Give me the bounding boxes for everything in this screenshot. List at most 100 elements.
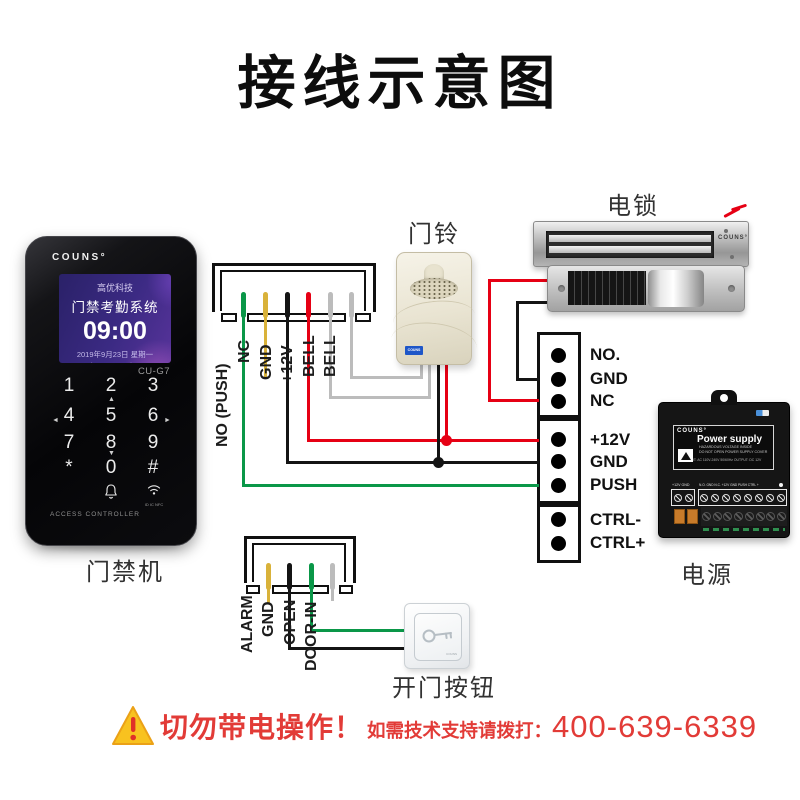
plate-hole-right	[728, 285, 735, 292]
controller-brand: COUNS°	[52, 252, 108, 263]
pin-12v	[305, 292, 311, 318]
exit-button-device[interactable]: COUNS	[404, 603, 470, 669]
terminal-dot-ctrl-plus	[551, 536, 566, 551]
exit-button-label: 开门按钮	[392, 675, 496, 702]
psu-right-terminals[interactable]	[698, 489, 787, 506]
plate-hole-left	[558, 285, 565, 292]
support-phone-number: 400-639-6339	[552, 709, 758, 744]
pin-gnd-bottom	[286, 563, 292, 590]
maglock-magnet-face	[546, 231, 714, 258]
arrow-right-icon: ►	[164, 417, 171, 424]
pin-open	[308, 563, 314, 590]
psu-orange-terminal-2	[687, 509, 698, 524]
bottom-connector-bar	[272, 585, 329, 594]
psu-warning-line-1: HAZARDOUS VOLTAGE INSIDE	[699, 445, 752, 449]
terminal-dot-gnd1	[551, 372, 566, 387]
pin-bell-2	[348, 292, 354, 318]
terminal-label-no: NO.	[590, 345, 621, 364]
maglock-body: COUNS°	[533, 221, 749, 267]
keypad-key-0[interactable]: 0	[105, 457, 117, 478]
psu-mounting-tab	[711, 390, 737, 405]
wire-label-alarm: ALARM	[239, 595, 256, 653]
screen-system-name: 门禁考勤系统	[71, 300, 159, 315]
wire-bell1-vertical	[328, 316, 332, 399]
controller-label: 门禁机	[86, 559, 164, 586]
wire-alarm-stub	[266, 588, 270, 603]
exit-button-brand: COUNS	[446, 652, 457, 656]
screen-company: 高优科技	[96, 283, 133, 293]
arrow-left-icon: ◄	[52, 417, 59, 424]
wire-door-in-stub	[330, 588, 334, 601]
arrow-down-icon: ▼	[108, 450, 115, 457]
doorbell-black-drop	[436, 358, 440, 464]
top-connector-foot-left	[221, 313, 237, 322]
rfid-caption: ID IC NFC	[144, 502, 164, 507]
power-label: 电源	[681, 562, 733, 589]
keypad-key-8[interactable]: 8	[105, 432, 117, 453]
bottom-connector-foot-right	[339, 585, 353, 594]
terminal-label-ctrl-minus: CTRL-	[590, 510, 641, 529]
keypad-key-7[interactable]: 7	[63, 432, 75, 453]
doorbell-key-icon[interactable]	[103, 483, 119, 501]
wire-open-vertical	[309, 588, 313, 631]
keypad-key-hash[interactable]: #	[147, 457, 159, 478]
pin-gnd	[284, 292, 290, 318]
warning-headline: 切勿带电操作！	[160, 712, 364, 743]
controller-model: CU-G7	[137, 366, 170, 377]
psu-left-terminals[interactable]	[671, 489, 695, 506]
wire-label-gnd: GND	[258, 344, 275, 380]
lock-black-horizontal	[515, 300, 550, 304]
keypad-key-6[interactable]: 6	[147, 405, 159, 426]
keypad-key-4[interactable]: 4	[63, 405, 75, 426]
psu-power-switch[interactable]	[756, 410, 769, 416]
wire-label-nc: NC	[236, 339, 253, 363]
terminal-dot-push	[551, 478, 566, 493]
wire-bell2-vertical	[349, 316, 353, 379]
wire-yellow-stub	[263, 316, 267, 378]
pin-alarm	[265, 563, 271, 590]
rfid-wifi-icon[interactable]	[145, 481, 163, 497]
doorbell-device: COUNS	[388, 252, 480, 370]
screen-date: 2019年9月23日 星期一	[76, 350, 154, 359]
maglock-screw-2	[730, 255, 734, 259]
caution-icon	[678, 449, 693, 462]
wire-open-to-button	[309, 628, 406, 632]
maglock-brand: COUNS°	[718, 235, 749, 241]
keypad-key-9[interactable]: 9	[147, 432, 159, 453]
wire-label-door-in: DOOR-IN	[303, 601, 320, 671]
keypad-key-1[interactable]: 1	[63, 375, 75, 396]
key-icon	[422, 629, 452, 643]
wire-green-vertical	[241, 316, 245, 486]
terminal-dot-no	[551, 348, 566, 363]
wire-red-to-12v	[306, 438, 539, 442]
doorbell-brand-tag: COUNS	[405, 346, 423, 355]
junction-dot-gnd	[432, 456, 444, 468]
psu-tab-hole	[720, 394, 728, 402]
psu-terminal-marks	[703, 528, 785, 531]
wire-label-bell-2: BELL	[322, 335, 339, 377]
psu-orange-terminal-1	[674, 509, 685, 524]
keypad-key-star[interactable]: *	[65, 457, 73, 478]
wire-black-vertical	[285, 316, 289, 464]
arrow-up-icon: ▲	[108, 396, 115, 403]
wire-red-vertical	[306, 316, 310, 442]
warning-row: 切勿带电操作！ 如需技术支持请拨打： 400-639-6339	[160, 706, 757, 746]
terminal-label-gnd1: GND	[590, 369, 628, 388]
access-controller-device: COUNS° 高优科技 门禁考勤系统 09:00 2019年9月23日 星期一 …	[25, 236, 197, 546]
plate-cylinder	[648, 270, 704, 307]
wire-label-gnd-bottom: GND	[260, 601, 277, 637]
wire-label-no-push: NO (PUSH)	[214, 363, 231, 447]
bottom-connector-outline	[244, 536, 356, 583]
keypad-key-5[interactable]: 5	[105, 405, 117, 426]
lock-red-horizontal	[487, 278, 550, 282]
controller-screen: 高优科技 门禁考勤系统 09:00 2019年9月23日 星期一 农历 八月二十…	[59, 274, 171, 363]
keypad-key-3[interactable]: 3	[147, 375, 159, 396]
junction-dot-12v	[440, 434, 452, 446]
keypad-key-2[interactable]: 2	[105, 375, 117, 396]
exit-button-face[interactable]: COUNS	[414, 613, 462, 661]
wire-bell1-riser	[427, 362, 431, 399]
maglock-armature-plate	[547, 265, 745, 312]
wire-gnd-to-button	[287, 646, 406, 650]
wire-bell1-horizontal	[328, 396, 431, 399]
